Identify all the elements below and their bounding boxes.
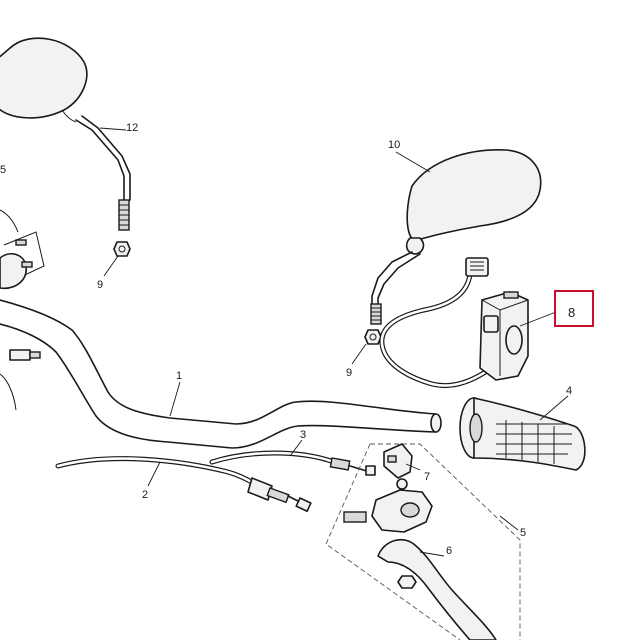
callout-1: 1 <box>176 370 182 382</box>
left-mirror-nut-part <box>113 241 131 257</box>
lever-clamp-part <box>343 478 433 533</box>
callout-3: 3 <box>300 429 306 441</box>
right-mirror-nut-part <box>364 329 382 345</box>
callout-7: 7 <box>424 471 430 483</box>
callout-5-left: 5 <box>0 164 6 176</box>
callout-4: 4 <box>566 385 572 397</box>
lever-assembly-outline <box>325 443 521 640</box>
cable-2-part <box>55 456 312 513</box>
callout-9-right: 9 <box>346 367 352 379</box>
left-mirror-part <box>0 37 131 231</box>
switch-harness-part <box>379 257 497 389</box>
lever-bracket-part-7 <box>383 443 413 479</box>
callout-6: 6 <box>446 545 452 557</box>
switch-cube-part <box>479 291 529 381</box>
callout-9-left: 9 <box>97 279 103 291</box>
callout-10: 10 <box>388 139 400 151</box>
handlebar-part <box>0 299 442 449</box>
right-mirror-part <box>370 149 542 325</box>
lever-part-6 <box>377 538 497 640</box>
callout-2: 2 <box>142 489 148 501</box>
leader-lines <box>99 127 569 557</box>
cable-3-part <box>209 450 376 476</box>
callout-12: 12 <box>126 122 138 134</box>
callout-8: 8 <box>568 305 575 320</box>
grip-part <box>459 397 586 471</box>
callout-8-highlight-box <box>554 290 594 327</box>
left-clamp-part <box>0 209 45 361</box>
callout-5-right: 5 <box>520 527 526 539</box>
